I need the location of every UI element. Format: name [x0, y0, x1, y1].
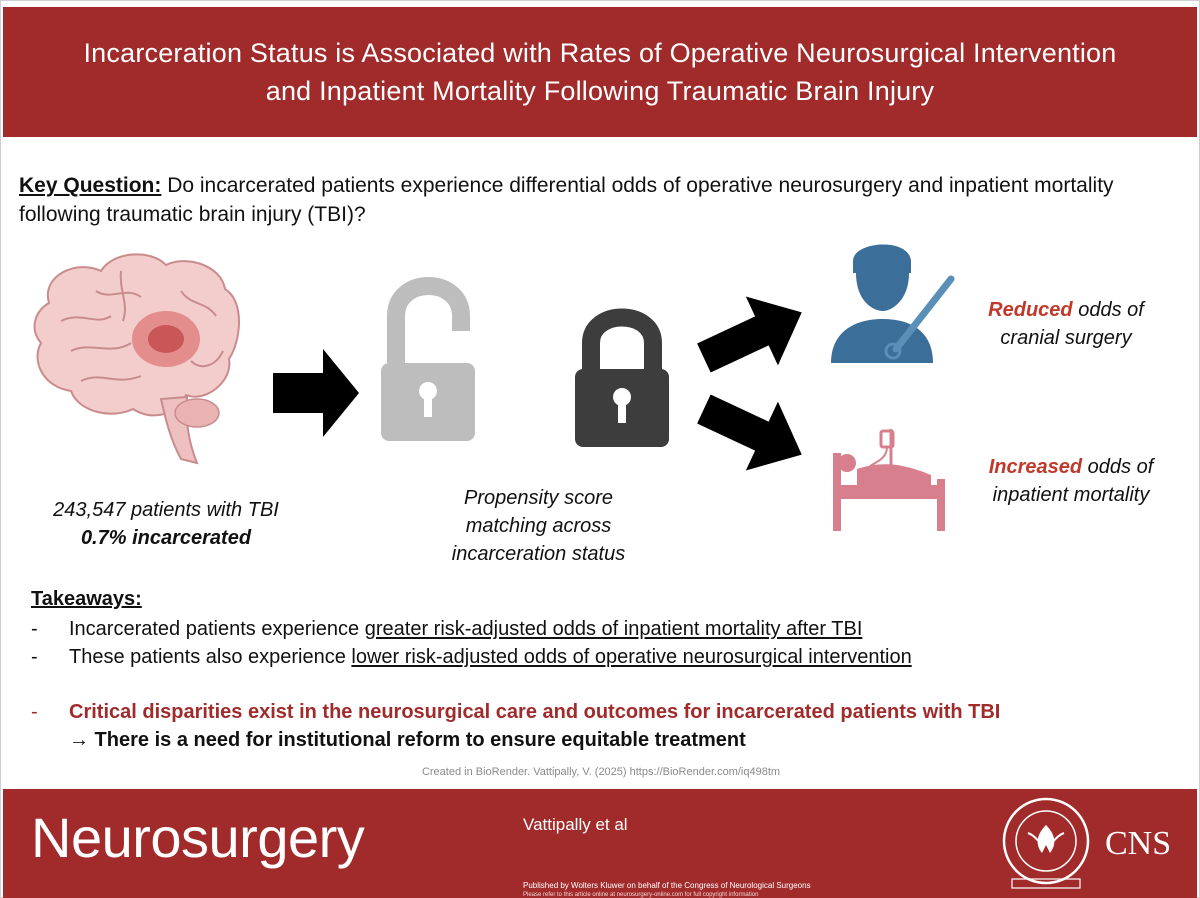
cns-label: CNS — [1105, 825, 1172, 862]
reform-statement: → There is a need for institutional refo… — [69, 729, 746, 751]
arrow-down-right-icon — [697, 394, 802, 471]
matching-line-1: Propensity score — [464, 487, 613, 509]
cns-seal-logo — [1002, 797, 1090, 889]
takeaway-emphasis: greater risk-adjusted odds of inpatient … — [364, 618, 863, 640]
incarcerated-percent: 0.7% incarcerated — [80, 527, 252, 549]
matching-line-3: incarceration status — [451, 543, 626, 565]
hospital-bed-icon — [833, 429, 945, 531]
mortality-outcome: Increased odds of inpatient mortality — [961, 453, 1181, 509]
takeaways-heading: Takeaways: — [31, 588, 142, 610]
takeaway-item: - Incarcerated patients experience great… — [31, 615, 1171, 643]
mortality-outcome-rest: odds of — [1082, 456, 1154, 478]
authors: Vattipally et al — [523, 815, 628, 834]
unlocked-padlock-icon — [381, 277, 475, 441]
biorender-credit: Created in BioRender. Vattipally, V. (20… — [421, 766, 781, 778]
publisher-note: Published by Wolters Kluwer on behalf of… — [523, 881, 811, 890]
copyright-note: Please refer to this article online at n… — [523, 892, 759, 898]
key-question: Key Question: Do incarcerated patients e… — [19, 171, 1179, 229]
arrow-up-right-icon — [697, 296, 802, 373]
takeaway-text: These patients also experience — [69, 646, 352, 668]
mortality-outcome-line-2: inpatient mortality — [992, 484, 1150, 506]
key-question-text: Do incarcerated patients experience diff… — [19, 174, 1114, 226]
matching-caption: Propensity score matching across incarce… — [421, 484, 656, 568]
surgery-outcome-highlight: Reduced — [988, 299, 1073, 321]
cohort-count: 243,547 patients with TBI — [53, 499, 279, 521]
key-question-label: Key Question: — [19, 174, 162, 197]
takeaways-list: - Incarcerated patients experience great… — [31, 615, 1171, 671]
study-diagram — [33, 244, 955, 531]
footer-bar: Neurosurgery Vattipally et al Published … — [3, 789, 1197, 898]
journal-brand: Neurosurgery — [31, 806, 365, 869]
title-line-2: and Inpatient Mortality Following Trauma… — [265, 76, 935, 106]
mortality-outcome-highlight: Increased — [988, 456, 1083, 478]
title-banner: Incarceration Status is Associated with … — [3, 7, 1197, 137]
takeaway-text: Incarcerated patients experience — [69, 618, 365, 640]
bullet-dash: - — [31, 701, 38, 723]
takeaway-item: - These patients also experience lower r… — [31, 643, 1171, 671]
surgeon-icon — [831, 244, 955, 363]
critical-disparities-text: Critical disparities exist in the neuros… — [69, 701, 1001, 723]
arrow-right-icon — [273, 349, 359, 437]
surgery-outcome: Reduced odds of cranial surgery — [961, 296, 1171, 352]
surgery-outcome-line-2: cranial surgery — [1000, 327, 1132, 349]
conclusion: - Critical disparities exist in the neuro… — [31, 698, 1000, 754]
takeaway-emphasis: lower risk-adjusted odds of operative ne… — [351, 646, 912, 668]
cohort-caption: 243,547 patients with TBI 0.7% incarcera… — [21, 496, 311, 552]
surgery-outcome-rest: odds of — [1072, 299, 1144, 321]
matching-line-2: matching across — [465, 515, 612, 537]
locked-padlock-icon — [575, 308, 669, 447]
title-line-1: Incarceration Status is Associated with … — [83, 38, 1117, 68]
brain-icon — [33, 253, 240, 465]
bullet-dash: - — [31, 646, 38, 668]
bullet-dash: - — [31, 618, 38, 640]
